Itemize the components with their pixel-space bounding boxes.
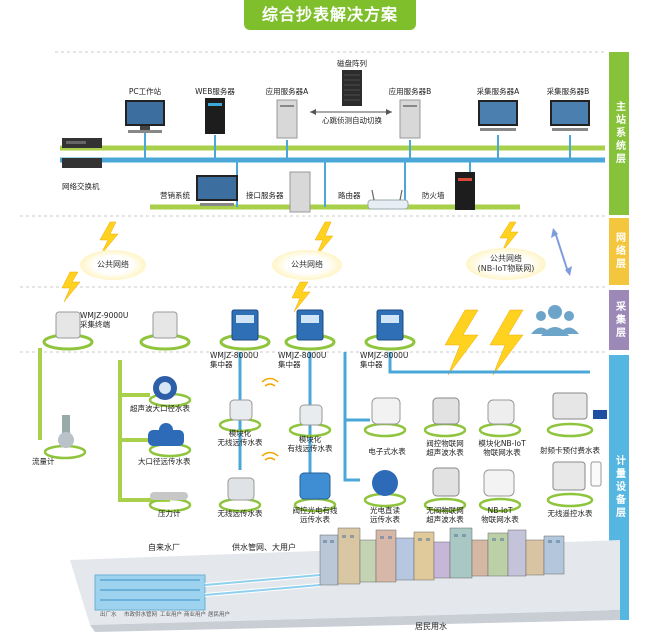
nb-iot-label: 模块化NB-IoT 物联网水表 xyxy=(478,439,526,457)
water-plant-label: 自来水厂 xyxy=(148,543,180,552)
module-wired-icon xyxy=(299,404,323,426)
public-network-3-label: 公共网络 xyxy=(490,254,522,264)
network-switch-label: 网络交换机 xyxy=(62,182,100,191)
tag-residential: 居民用户 xyxy=(208,612,231,618)
flowmeter-icon xyxy=(58,415,74,448)
tag-industrial: 工业用户 xyxy=(160,612,183,618)
heartbeat-label: 心跳侦测自动切换 xyxy=(322,116,382,125)
router-label: 路由器 xyxy=(338,191,361,200)
pressure-gauge-icon xyxy=(150,492,188,500)
terminal-icon-1 xyxy=(55,311,81,339)
layer-label-collect: 采集层 xyxy=(609,290,629,350)
firewall-label: 防火墙 xyxy=(422,191,445,200)
nb-iot-icon xyxy=(487,399,515,425)
app-server-b-label: 应用服务器B xyxy=(388,87,432,96)
terminal-label: WMJZ-9000U 采集终端 xyxy=(80,311,129,329)
public-network-3-sub: (NB-IoT物联网) xyxy=(477,264,535,273)
valve-iot-ultra-icon xyxy=(432,397,460,425)
disk-array-icon xyxy=(342,70,362,106)
nb-iot2-label: NB-IoT 物联网水表 xyxy=(481,506,519,524)
marketing-system-icon xyxy=(196,175,238,206)
supply-network-label: 供水管网、大用户 xyxy=(232,543,296,552)
concentrator-label-2: WMJZ-8000U 集中器 xyxy=(278,351,327,369)
app-server-a-icon xyxy=(276,99,298,139)
app-server-b-icon xyxy=(399,99,421,139)
public-network-bubble-3: 公共网络 (NB-IoT物联网) xyxy=(466,248,546,280)
interface-server-label: 接口服务器 xyxy=(246,191,284,200)
collect-server-a-label: 采集服务器A xyxy=(476,87,520,96)
concentrator-icon-3 xyxy=(376,309,404,341)
collect-server-b-label: 采集服务器B xyxy=(546,87,590,96)
pc-workstation-icon xyxy=(125,100,165,133)
module-wireless-icon xyxy=(229,399,253,421)
tag-commercial: 商业用户 xyxy=(184,612,207,618)
wireless-remote-ctrl-label: 无线遥控水表 xyxy=(547,509,593,518)
flag-icon xyxy=(593,410,607,419)
ultrasonic-meter-label: 超声波大口径水表 xyxy=(130,404,190,413)
web-server-icon xyxy=(205,98,225,134)
big-remote-meter-label: 大口径远传水表 xyxy=(138,457,191,466)
tag-municipal: 市政供水管网 xyxy=(124,612,158,618)
web-server-label: WEB服务器 xyxy=(195,87,235,96)
flowmeter-label: 流量计 xyxy=(32,457,55,466)
pc-workstation-label: PC工作站 xyxy=(128,87,162,96)
photo-direct-meter-icon xyxy=(372,470,398,496)
wireless-meter-label: 无线远传水表 xyxy=(217,509,263,518)
terminal-icon-2 xyxy=(152,311,178,339)
concentrator-icon-1 xyxy=(231,309,259,341)
big-remote-meter-icon xyxy=(148,423,184,446)
wireless-meter-icon xyxy=(227,477,255,501)
layer-label-network: 网络层 xyxy=(609,218,629,285)
nb-iot2-icon xyxy=(483,469,515,497)
network-switch-icon xyxy=(62,138,102,168)
collect-server-b-icon xyxy=(550,100,590,131)
wireless-remote-ctrl-icon xyxy=(552,461,602,491)
page-title: 综合抄表解决方案 xyxy=(244,0,416,30)
wireless-iot-ultra-icon xyxy=(432,467,460,497)
collect-server-a-icon xyxy=(478,100,518,131)
valve-photo-meter-label: 阀控光电有线 远传水表 xyxy=(292,506,338,524)
residential-label: 居民用水 xyxy=(415,622,447,631)
public-network-bubble-2: 公共网络 xyxy=(272,250,342,280)
rf-card-label: 射频卡预付费水表 xyxy=(540,446,600,455)
firewall-icon xyxy=(455,172,475,210)
valve-photo-meter-icon xyxy=(299,472,331,500)
wireless-iot-ultra-label: 无阀物联网 超声波水表 xyxy=(426,506,464,524)
module-wired-label: 模块化 有线远传水表 xyxy=(287,435,333,453)
layer-label-master: 主站系统层 xyxy=(609,52,629,215)
concentrator-icon-2 xyxy=(296,309,324,341)
pressure-gauge-label: 压力计 xyxy=(158,509,181,518)
app-server-a-label: 应用服务器A xyxy=(265,87,309,96)
concentrator-label-3: WMJZ-8000U 集中器 xyxy=(360,351,409,369)
wifi-signal-icon xyxy=(261,377,279,387)
photo-direct-meter-label: 光电直读 远传水表 xyxy=(370,506,400,524)
disk-array-label: 磁盘阵列 xyxy=(337,59,367,68)
marketing-system-label: 营销系统 xyxy=(160,191,190,200)
public-network-bubble-1: 公共网络 xyxy=(80,250,146,280)
electronic-meter-icon xyxy=(371,397,401,425)
ultrasonic-meter-icon xyxy=(153,376,177,400)
concentrator-label-1: WMJZ-8000U 集中器 xyxy=(210,351,259,369)
valve-iot-ultra-label: 阀控物联网 超声波水表 xyxy=(426,439,464,457)
rf-card-icon xyxy=(552,392,588,420)
electronic-meter-label: 电子式水表 xyxy=(368,447,406,456)
tag-out-water: 出厂水 xyxy=(100,612,117,618)
router-icon xyxy=(367,189,409,210)
module-wireless-label: 模块化 无线远传水表 xyxy=(217,429,263,447)
interface-server-icon xyxy=(289,171,311,213)
wifi-signal-icon-2 xyxy=(261,451,279,461)
